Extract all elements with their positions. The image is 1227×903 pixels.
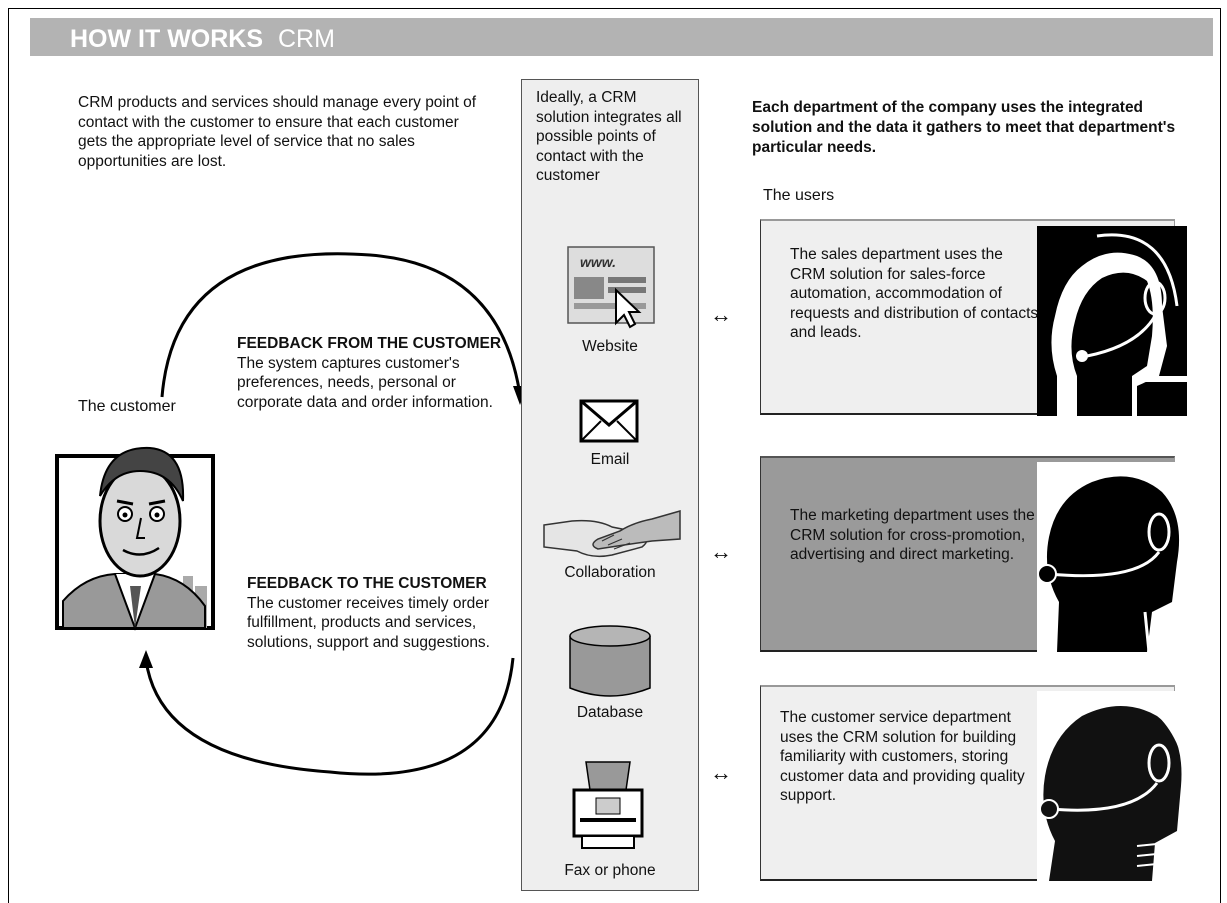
headset-agent-icon [1037, 691, 1188, 881]
channel-label-website: Website [582, 338, 638, 355]
database-icon [569, 625, 651, 697]
users-label: The users [763, 187, 835, 204]
header-subtitle: CRM [278, 25, 335, 53]
double-arrow-marketing: ↔ [710, 539, 732, 564]
channel-label-collaboration: Collaboration [564, 564, 656, 581]
svg-text:www.: www. [580, 254, 616, 270]
header-bar: HOW IT WORKS CRM [30, 18, 1213, 56]
marketing-department-text: The marketing department uses the CRM so… [790, 507, 1035, 563]
feedback-from-block: FEEDBACK FROM THE CUSTOMER The system ca… [237, 334, 517, 412]
channel-label-database: Database [576, 704, 644, 721]
feedback-to-title: FEEDBACK TO THE CUSTOMER [247, 575, 487, 592]
feedback-from-title: FEEDBACK FROM THE CUSTOMER [237, 335, 502, 352]
feedback-to-body: The customer receives timely order fulfi… [247, 594, 490, 651]
feedback-to-arrowhead [139, 650, 153, 668]
headset-agent-icon [1037, 226, 1187, 416]
double-arrow-sales: ↔ [710, 302, 732, 327]
feedback-to-arrow [144, 657, 515, 776]
email-icon [579, 399, 639, 443]
fax-icon [572, 761, 644, 849]
intro-text: CRM products and services should manage … [78, 94, 477, 170]
channel-label-email: Email [590, 451, 630, 468]
customer-portrait [55, 426, 215, 631]
center-intro-text: Ideally, a CRM solution integrates all p… [536, 89, 682, 184]
feedback-from-arrow [160, 252, 522, 398]
customer-label: The customer [78, 398, 176, 415]
website-icon: www. [567, 246, 655, 329]
header-title: HOW IT WORKS [70, 25, 264, 53]
departments-heading: Each department of the company uses the … [752, 99, 1176, 156]
headset-agent-icon [1037, 462, 1187, 653]
contact-points-column [521, 79, 699, 891]
double-arrow-service: ↔ [710, 760, 732, 785]
customer-service-text: The customer service department uses the… [780, 709, 1025, 804]
customer-portrait-icon [55, 446, 215, 631]
sales-department-text: The sales department uses the CRM soluti… [790, 246, 1039, 341]
channel-label-fax: Fax or phone [564, 862, 656, 879]
diagram-frame [8, 8, 1221, 903]
feedback-to-block: FEEDBACK TO THE CUSTOMER The customer re… [247, 574, 507, 652]
feedback-from-body: The system captures customer's preferenc… [237, 354, 493, 411]
handshake-icon [543, 510, 681, 558]
